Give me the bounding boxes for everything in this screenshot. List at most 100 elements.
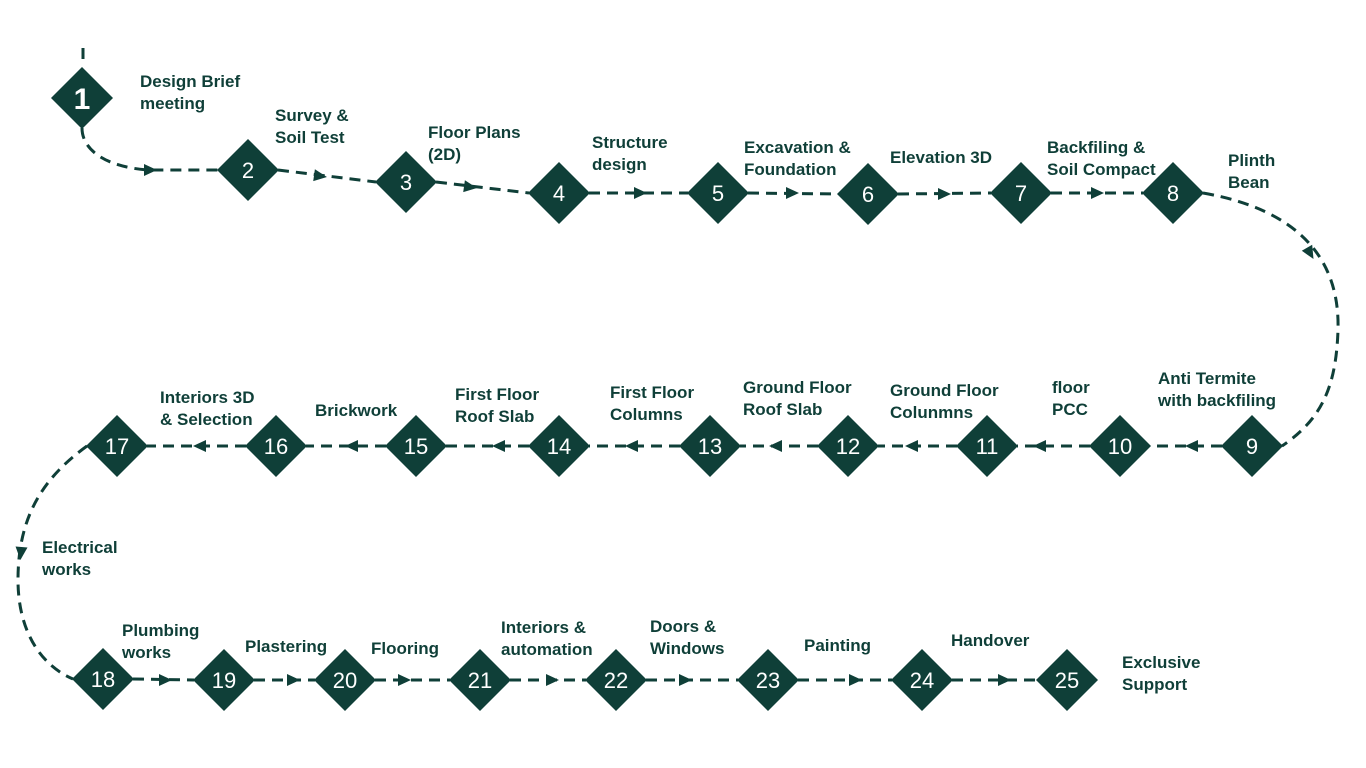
step-diamond-15 [385,415,447,477]
step-node-13: 13 [679,415,741,477]
step-number-23: 23 [756,668,780,693]
step-node-12: 12 [817,415,879,477]
step-diamond-9 [1221,415,1283,477]
step-label-10: floor PCC [1052,378,1090,419]
step-diamond-4 [528,162,590,224]
step-diamond-19 [193,649,255,711]
step-node-17: 17 [86,415,148,477]
step-label-25: Exclusive Support [1122,653,1201,694]
step-node-22: 22 [585,649,647,711]
step-number-9: 9 [1246,434,1258,459]
step-label-19: Plastering [245,637,328,656]
arrowhead-21 [546,674,559,686]
step-diamond-5 [687,162,749,224]
step-node-16: 16 [245,415,307,477]
connector-1-2 [80,127,218,172]
step-label-17: Electrical works [42,538,118,579]
step-diamond-16 [245,415,307,477]
step-label-23: Painting [804,636,872,655]
step-label-18: Plumbing works [122,621,200,662]
step-node-23: 23 [737,649,799,711]
arrowhead-9 [1185,440,1198,452]
arrowhead-11 [905,440,918,452]
step-number-10: 10 [1108,434,1132,459]
step-diamond-7 [990,162,1052,224]
step-node-7: 7 [990,162,1052,224]
step-diamond-6 [837,163,899,225]
step-label-20: Flooring [371,639,439,658]
step-diamond-13 [679,415,741,477]
step-number-2: 2 [242,158,254,183]
step-node-6: 6 [837,163,899,225]
step-label-1: Design Brief meeting [140,72,241,113]
step-node-2: 2 [217,139,279,201]
step-label-16: Interiors 3D & Selection [160,388,255,429]
step-number-4: 4 [553,181,565,206]
step-node-1: 1 [51,67,113,129]
step-node-9: 9 [1221,415,1283,477]
arrowhead-15 [345,440,358,452]
step-number-17: 17 [105,434,129,459]
step-label-3: Floor Plans (2D) [428,123,521,164]
step-node-19: 19 [193,649,255,711]
arrowhead-19 [287,674,300,686]
arrowhead-24 [998,674,1011,686]
arrowhead-5 [786,187,799,199]
step-diamond-3 [375,151,437,213]
step-number-14: 14 [547,434,571,459]
arrowhead-3 [463,180,477,193]
timeline-connectors [15,48,1340,686]
step-label-12: Ground Floor Roof Slab [743,378,852,419]
connector-18-19 [132,677,195,682]
step-number-5: 5 [712,181,724,206]
step-label-7: Backfiling & Soil Compact [1047,138,1156,179]
step-diamond-11 [956,415,1018,477]
step-node-24: 24 [891,649,953,711]
step-number-21: 21 [468,668,492,693]
step-label-21: Interiors & automation [501,618,593,659]
step-label-11: Ground Floor Colunmns [890,381,999,422]
arrowhead-7 [1091,187,1104,199]
step-diamond-1 [51,67,113,129]
step-node-14: 14 [528,415,590,477]
step-label-24: Handover [951,631,1030,650]
arrowhead-22 [679,674,692,686]
step-label-14: First Floor Roof Slab [455,385,540,426]
step-node-11: 11 [956,415,1018,477]
step-node-15: 15 [385,415,447,477]
arrowhead-1 [144,164,157,176]
arrowhead-14 [492,440,505,452]
step-number-6: 6 [862,182,874,207]
step-node-3: 3 [375,151,437,213]
arrowhead-20 [398,674,411,686]
step-diamond-18 [72,648,134,710]
arrowhead-2 [313,169,327,182]
step-number-12: 12 [836,434,860,459]
step-label-5: Excavation & Foundation [744,138,851,179]
connector-2-3 [277,168,377,184]
step-diamond-14 [528,415,590,477]
step-diamond-25 [1036,649,1098,711]
step-node-20: 20 [314,649,376,711]
step-diamond-23 [737,649,799,711]
step-node-5: 5 [687,162,749,224]
connector-17-18 [16,444,88,681]
arrowhead-12 [769,440,782,452]
step-number-8: 8 [1167,181,1179,206]
arrowhead-6 [938,188,951,200]
connector-3-4 [435,180,530,195]
step-diamond-24 [891,649,953,711]
step-number-1: 1 [74,83,91,116]
arrowhead-16 [193,440,206,452]
step-label-2: Survey & Soil Test [275,106,349,147]
step-number-7: 7 [1015,181,1027,206]
step-label-4: Structure design [592,133,668,174]
step-label-13: First Floor Columns [610,383,695,424]
step-number-20: 20 [333,668,357,693]
step-node-8: 8 [1142,162,1204,224]
step-diamond-20 [314,649,376,711]
step-diamond-2 [217,139,279,201]
step-diamond-21 [449,649,511,711]
step-label-15: Brickwork [315,401,398,420]
